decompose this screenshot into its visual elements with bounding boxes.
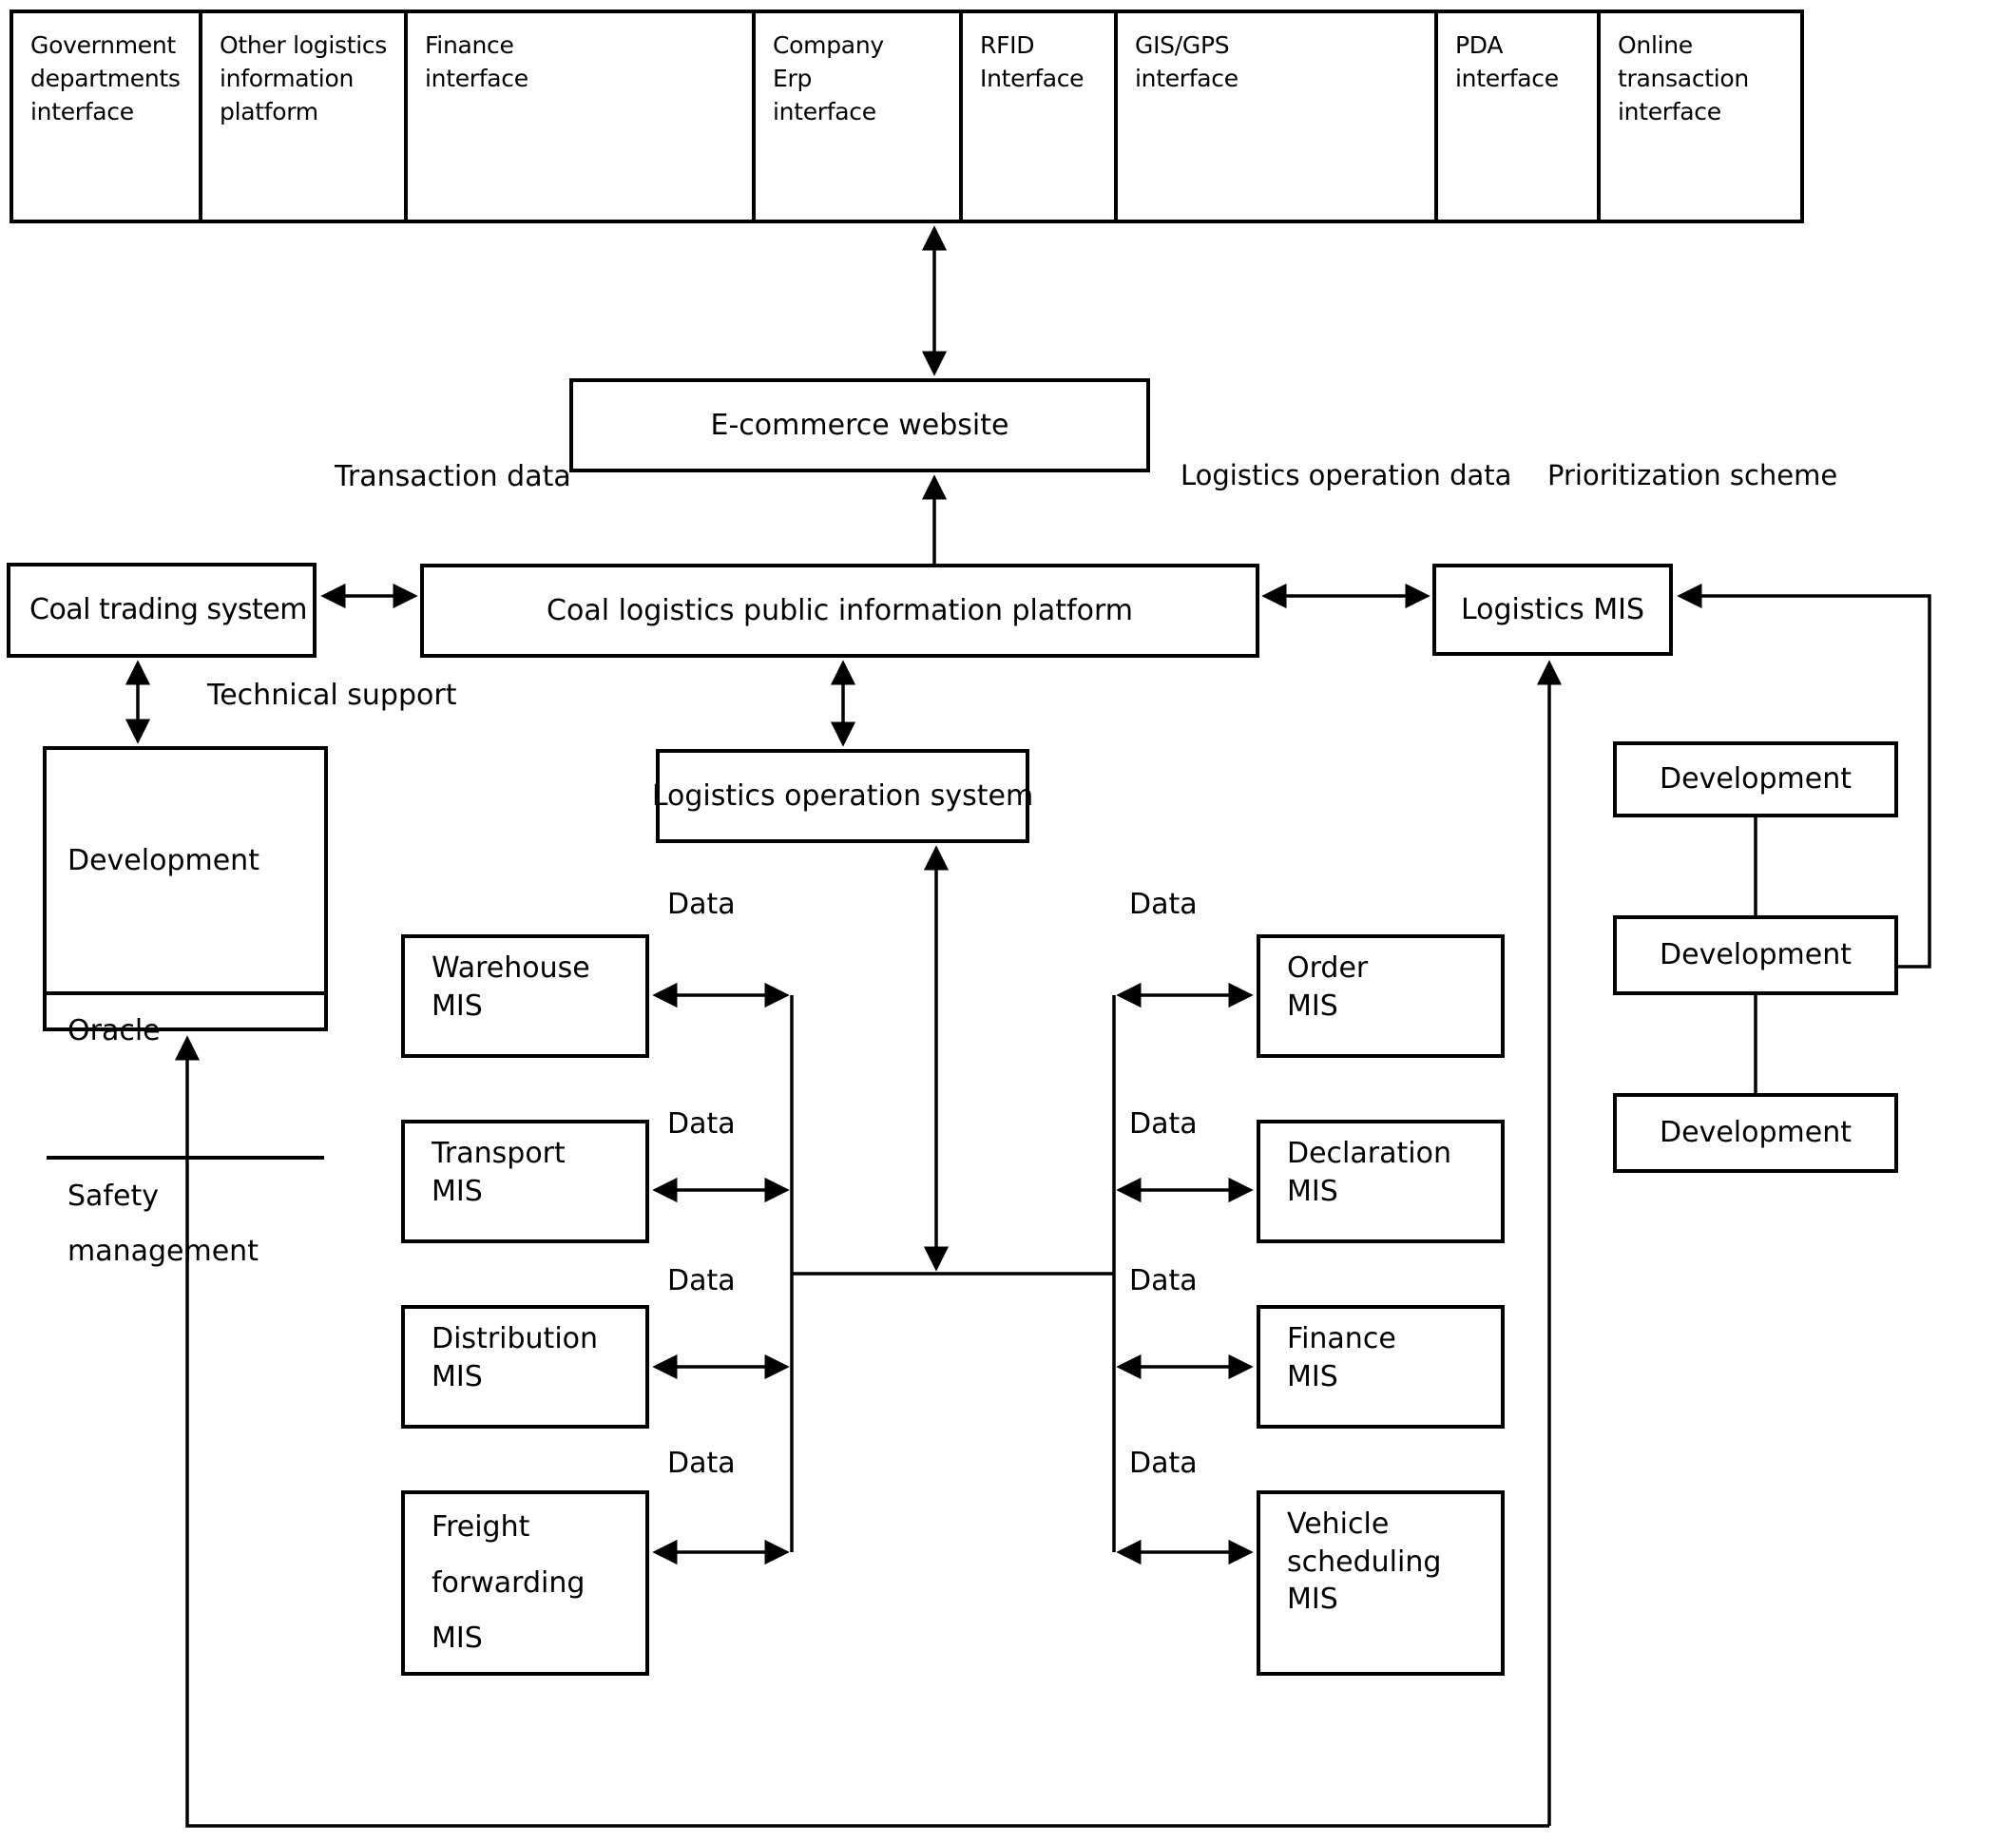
node-coal-logistics-platform: Coal logistics public information platfo… xyxy=(420,564,1259,658)
interface-other-logistics-platform: Other logistics information platform xyxy=(202,13,409,220)
node-vehicle-scheduling-mis: Vehicle scheduling MIS xyxy=(1257,1490,1505,1676)
label-transaction-data: Transaction data xyxy=(335,460,571,493)
label-prioritization-scheme: Prioritization scheme xyxy=(1547,459,1838,491)
stack-development: Development xyxy=(67,844,259,878)
interface-finance: Finance interface xyxy=(408,13,757,220)
node-logistics-operation-system: Logistics operation system xyxy=(652,749,1033,843)
loop-bottom-to-safety xyxy=(174,1035,1549,1828)
label-data-distribution: Data xyxy=(667,1264,736,1297)
top-interface-row: Government departments interface Other l… xyxy=(10,10,1804,223)
node-declaration-mis: Declaration MIS xyxy=(1257,1120,1505,1243)
interface-online-transaction: Online transaction interface xyxy=(1618,31,1749,125)
label-data-declaration: Data xyxy=(1129,1107,1198,1141)
node-order-mis: Order MIS xyxy=(1257,934,1505,1058)
label-data-finance: Data xyxy=(1129,1264,1198,1297)
node-freight-forwarding-mis: Freight forwarding MIS xyxy=(401,1490,649,1676)
node-finance-mis: Finance MIS xyxy=(1257,1305,1505,1429)
node-development-3: Development xyxy=(1613,1093,1898,1173)
label-logistics-operation-data: Logistics operation data xyxy=(1181,459,1512,491)
node-distribution-mis: Distribution MIS xyxy=(401,1305,649,1429)
label-technical-support: Technical support xyxy=(207,679,457,712)
node-ecommerce-website: E-commerce website xyxy=(569,378,1150,472)
node-development-2: Development xyxy=(1613,915,1898,995)
label-data-warehouse: Data xyxy=(667,888,736,921)
stack-safety-management: Safety management xyxy=(47,1155,324,1268)
label-data-vehicle: Data xyxy=(1129,1447,1198,1480)
interface-gis-gps: GIS/GPS interface xyxy=(1118,13,1439,220)
stack-oracle: Oracle xyxy=(47,991,324,1080)
prioritization-line xyxy=(1677,583,1931,969)
node-development-1: Development xyxy=(1613,741,1898,817)
node-coal-trading-system: Coal trading system xyxy=(7,563,317,658)
label-data-transport: Data xyxy=(667,1107,736,1141)
label-data-freight: Data xyxy=(667,1447,736,1480)
label-data-order: Data xyxy=(1129,888,1198,921)
node-support-stack: Development Oracle Safety management xyxy=(43,746,328,1268)
node-transport-mis: Transport MIS xyxy=(401,1120,649,1243)
interface-rfid: RFID Interface xyxy=(963,13,1119,220)
interface-company-erp: Company Erp interface xyxy=(756,13,964,220)
interface-government-departments: Government departments interface xyxy=(13,13,202,220)
node-logistics-mis: Logistics MIS xyxy=(1432,564,1673,656)
interface-pda: PDA interface xyxy=(1438,13,1602,220)
node-warehouse-mis: Warehouse MIS xyxy=(401,934,649,1058)
